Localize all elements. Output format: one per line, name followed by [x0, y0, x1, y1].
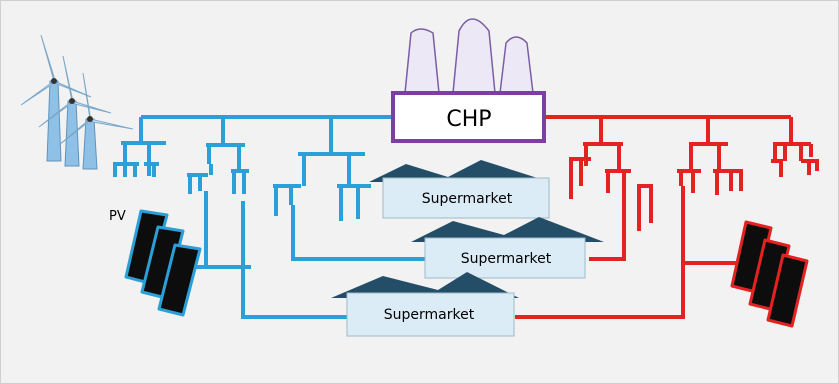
chp-plant: CHP: [391, 18, 546, 143]
wind-turbine-1: [20, 34, 92, 162]
supermarket-1: Supermarket: [369, 160, 550, 219]
pv-panels-icon: [124, 209, 202, 317]
supermarket-2: Supermarket: [411, 217, 604, 279]
wind-turbine-3: [58, 72, 134, 170]
supermarket-3: Supermarket: [331, 272, 519, 337]
wind-turbines-icon: [20, 34, 134, 170]
chp-box: [391, 91, 546, 143]
supermarket-3-label: Supermarket: [384, 307, 475, 323]
heat-pv-panels-icon: [730, 220, 809, 328]
supermarket-1-label: Supermarket: [422, 191, 513, 207]
supermarket-2-label: Supermarket: [461, 251, 552, 267]
heat-network-lines: [515, 115, 819, 319]
chimney-icon: [404, 18, 534, 94]
pv-label: PV: [109, 209, 126, 224]
cold-network-lines: [113, 115, 425, 319]
chp-label: CHP: [446, 107, 491, 132]
